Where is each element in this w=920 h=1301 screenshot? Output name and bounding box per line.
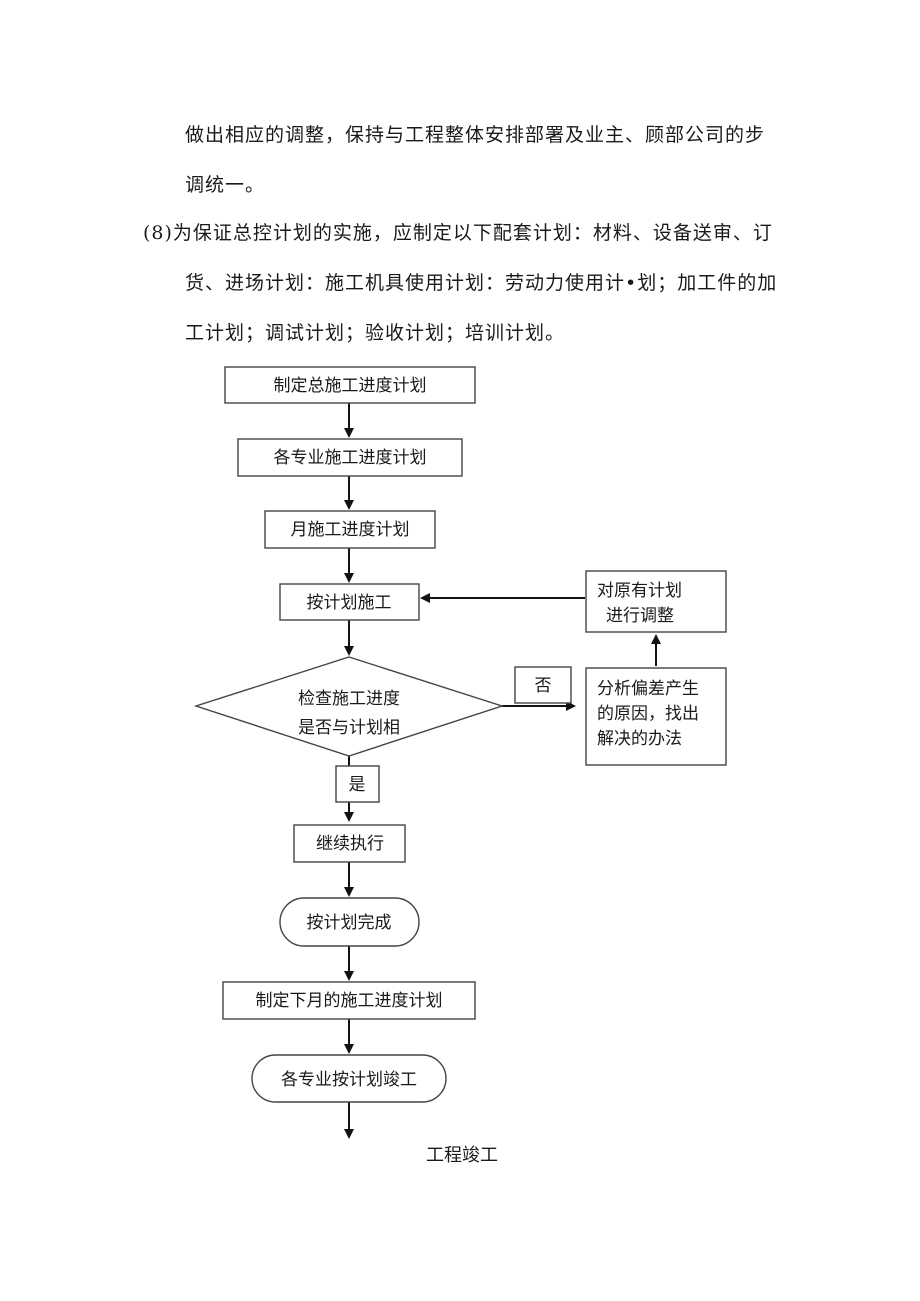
paragraph-line-4: 货、进场计划：施工机具使用计划：劳动力使用计•划；加工件的加 <box>185 272 778 294</box>
step7-box <box>222 981 476 1020</box>
decision-diamond <box>193 656 505 757</box>
yes-label: 是 <box>349 775 366 795</box>
no-label-box <box>514 666 572 704</box>
step1-box <box>224 366 476 404</box>
step6-label: 按计划完成 <box>307 913 392 933</box>
step2-box <box>237 438 463 477</box>
end-label: 工程竣工 <box>426 1145 498 1166</box>
decision-label-line1: 检查施工进度 <box>298 689 400 709</box>
analyze-label-line2: 的原因，找出 <box>597 704 699 724</box>
step3-box <box>264 510 436 549</box>
adjust-box <box>585 570 727 633</box>
analyze-box <box>585 667 727 766</box>
analyze-label-line3: 解决的办法 <box>597 729 682 749</box>
adjust-label-line2: 进行调整 <box>606 606 674 626</box>
step4-box <box>279 583 420 621</box>
decision-label-line2: 是否与计划相 <box>298 718 400 738</box>
paragraph-line-1: 做出相应的调整，保持与工程整体安排部署及业主、顾部公司的步 <box>185 124 766 146</box>
step5-box <box>293 824 406 863</box>
step1-label: 制定总施工进度计划 <box>274 376 427 396</box>
step2-label: 各专业施工进度计划 <box>274 448 427 468</box>
step8-label: 各专业按计划竣工 <box>281 1070 417 1090</box>
step4-label: 按计划施工 <box>307 593 392 613</box>
paragraph-line-2: 调统一。 <box>185 174 266 196</box>
step6-terminator <box>279 897 420 947</box>
step3-label: 月施工进度计划 <box>291 520 410 540</box>
yes-label-box <box>335 765 380 803</box>
step5-label: 继续执行 <box>316 834 384 854</box>
analyze-label-line1: 分析偏差产生 <box>597 679 699 699</box>
step8-terminator <box>251 1054 447 1103</box>
adjust-label-line1: 对原有计划 <box>597 581 682 601</box>
step7-label: 制定下月的施工进度计划 <box>256 991 443 1011</box>
no-label: 否 <box>535 676 552 696</box>
paragraph-line-3: (8)为保证总控计划的实施，应制定以下配套计划：材料、设备送审、订 <box>143 222 773 244</box>
paragraph-line-5: 工计划；调试计划；验收计划；培训计划。 <box>185 322 566 344</box>
